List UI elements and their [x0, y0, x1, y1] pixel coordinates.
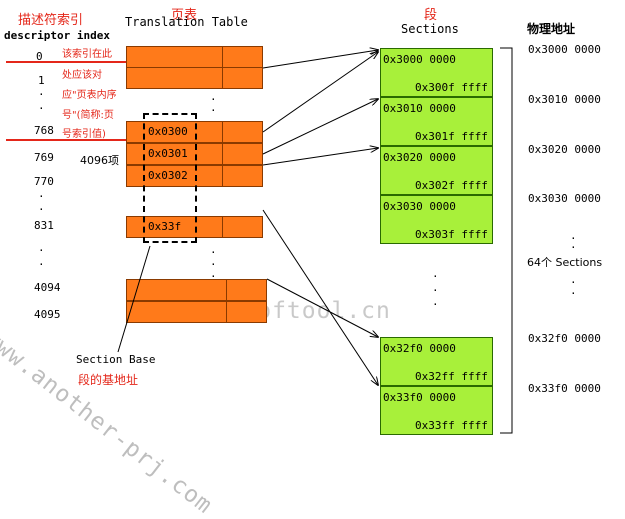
note-line-2: 处应该对: [62, 70, 102, 81]
arrow-row4094: [266, 278, 378, 337]
sections-ellipsis: ·: [432, 270, 439, 283]
index-4094: 4094: [34, 281, 61, 294]
table-ellipsis: ·: [210, 270, 217, 283]
index-dot: ·: [38, 190, 45, 203]
table-divider: [222, 121, 223, 187]
arrow-row769: [262, 99, 378, 155]
section-block-5: [380, 386, 493, 435]
entry-0x33f: 0x33f: [148, 220, 182, 233]
section-block-2: [380, 146, 493, 195]
sections-title: Sections: [401, 22, 459, 36]
section-block-3: [380, 195, 493, 244]
table-row-769: [126, 143, 263, 165]
note-underline-bottom: [6, 139, 146, 141]
section-base-pointer: [117, 245, 151, 353]
table-row-770: [126, 165, 263, 187]
note-line-1: 该索引在此: [62, 49, 112, 60]
descriptor-index-title: descriptor index: [4, 29, 110, 42]
note-line-3: 应"页表内序: [62, 90, 117, 101]
note-line-4: 号"(简称:页: [62, 110, 114, 121]
index-dot: ·: [38, 244, 45, 257]
note-underline-top: [6, 61, 206, 63]
section-block-0: [380, 48, 493, 97]
physical-address-0: 0x3000 0000: [528, 43, 601, 56]
index-dot: ·: [38, 203, 45, 216]
translation-table-title: Translation Table: [125, 15, 248, 29]
table-ellipsis: ·: [210, 93, 217, 106]
section-block-1: [380, 97, 493, 146]
section-block-4: [380, 337, 493, 386]
page-table-cn-title: 页表: [171, 8, 198, 23]
physical-address-2: 0x3020 0000: [528, 143, 601, 156]
table-ellipsis: ·: [210, 258, 217, 271]
index-0: 0: [36, 50, 43, 63]
table-ellipsis: ·: [210, 104, 217, 117]
table-row-4094: [126, 279, 267, 301]
entry-0x0300: 0x0300: [148, 125, 188, 138]
section-4-start: 0x32f0 0000: [383, 342, 456, 355]
index-770: 770: [34, 175, 54, 188]
table-divider: [222, 216, 223, 238]
arrow-row831: [262, 209, 378, 385]
entries-count-label: 4096项: [80, 154, 119, 167]
index-831: 831: [34, 219, 54, 232]
table-divider: [226, 279, 227, 323]
physical-ellipsis: ·: [570, 287, 577, 300]
table-divider: [222, 46, 223, 89]
sections-count-label: 64个 Sections: [527, 256, 603, 269]
section-0-start: 0x3000 0000: [383, 53, 456, 66]
section-2-start: 0x3020 0000: [383, 151, 456, 164]
index-769: 769: [34, 151, 54, 164]
section-5-start: 0x33f0 0000: [383, 391, 456, 404]
table-ellipsis: ·: [210, 246, 217, 259]
descriptor-index-cn-title: 描述符索引: [18, 13, 84, 28]
table-row-831: [126, 216, 263, 238]
table-row-768: [126, 121, 263, 143]
section-base-box: [143, 113, 197, 243]
physical-ellipsis: ·: [570, 241, 577, 254]
sections-cn-title: 段: [424, 8, 438, 23]
sections-ellipsis: ·: [432, 298, 439, 311]
index-dot: ·: [38, 102, 45, 115]
physical-address-4: 0x32f0 0000: [528, 332, 601, 345]
table-row-4095: [126, 301, 267, 323]
note-line-5: 号索引值): [62, 129, 106, 140]
physical-address-5: 0x33f0 0000: [528, 382, 601, 395]
entry-0x0301: 0x0301: [148, 147, 188, 160]
section-4-end: 0x32ff ffff: [415, 370, 488, 383]
physical-address-1: 0x3010 0000: [528, 93, 601, 106]
physical-ellipsis: ·: [570, 232, 577, 245]
physical-ellipsis: ·: [570, 276, 577, 289]
index-1: 1: [38, 74, 45, 87]
section-3-start: 0x3030 0000: [383, 200, 456, 213]
section-0-end: 0x300f ffff: [415, 81, 488, 94]
section-base-label: Section Base: [76, 353, 156, 366]
arrow-row770: [262, 148, 378, 166]
section-base-cn-label: 段的基地址: [78, 373, 139, 387]
index-dot: ·: [38, 258, 45, 271]
section-5-end: 0x33ff ffff: [415, 419, 488, 432]
index-dot: ·: [38, 88, 45, 101]
index-4095: 4095: [34, 308, 61, 321]
physical-address-title: 物理地址: [527, 22, 576, 36]
sections-bracket: [500, 47, 513, 434]
entry-0x0302: 0x0302: [148, 169, 188, 182]
section-3-end: 0x303f ffff: [415, 228, 488, 241]
physical-address-3: 0x3030 0000: [528, 192, 601, 205]
section-1-end: 0x301f ffff: [415, 130, 488, 143]
index-768: 768: [34, 124, 54, 137]
table-row-1: [126, 67, 263, 89]
section-2-end: 0x302f ffff: [415, 179, 488, 192]
arrow-row768: [262, 52, 378, 133]
section-1-start: 0x3010 0000: [383, 102, 456, 115]
arrow-row0: [262, 50, 378, 69]
sections-ellipsis: ·: [432, 284, 439, 297]
connector-arrows: [117, 0, 513, 434]
